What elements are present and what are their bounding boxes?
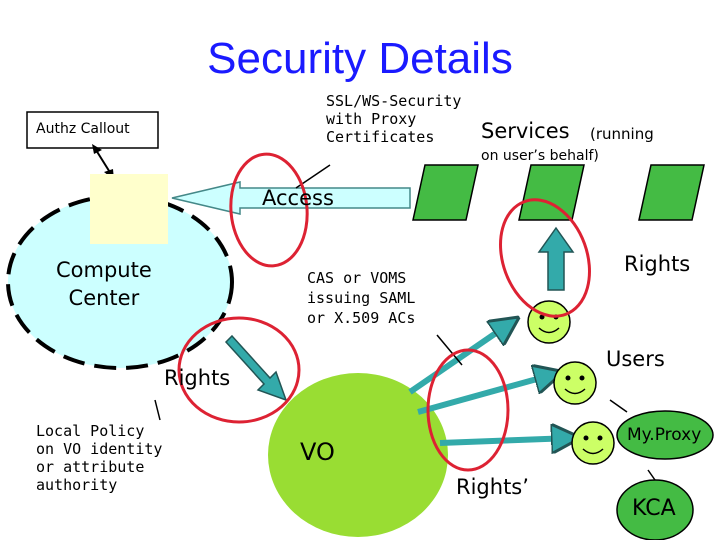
- cas-voms-label: CAS or VOMS issuing SAML or X.509 ACs: [307, 269, 416, 327]
- rights-to-vo-arrow: [224, 334, 288, 402]
- users-callout-line: [609, 399, 628, 413]
- authz-connector-arrowhead-top: [92, 144, 102, 154]
- myproxy-kca-line: [647, 469, 656, 481]
- user-smiley-1: [527, 300, 571, 344]
- highlight-circle-services: [499, 198, 591, 318]
- rights-left-label: Rights: [164, 366, 231, 390]
- rights-top-label: Rights: [624, 252, 691, 276]
- users-label: Users: [606, 347, 665, 371]
- policy-enforcement-box: [90, 174, 168, 244]
- highlight-circle-vo-rights: [426, 348, 510, 472]
- services-running-label: (running: [590, 125, 654, 143]
- local-policy-label: Local Policy on VO identity or attribute…: [36, 422, 163, 494]
- service-box-1: [412, 164, 479, 221]
- vo-to-user-1-arrow: [408, 322, 512, 395]
- ssl-ws-security-label: SSL/WS-Security with Proxy Certificates: [326, 92, 462, 146]
- services-behalf-label: on user’s behalf): [481, 148, 599, 164]
- vo-to-user-2-arrow: [417, 374, 555, 415]
- vo-circle: [268, 373, 448, 537]
- service-box-2: [518, 164, 585, 221]
- vo-to-user-3-arrow: [439, 438, 572, 443]
- authz-callout-box: [26, 111, 159, 149]
- user-smiley-3: [571, 421, 615, 465]
- highlight-circle-access: [229, 152, 309, 268]
- rights-up-arrow: [537, 226, 575, 291]
- local-policy-callout-line: [154, 399, 161, 421]
- authz-callout-label: Authz Callout: [36, 121, 130, 137]
- rights-prime-label: Rights’: [456, 475, 529, 499]
- user-smiley-2: [553, 361, 597, 405]
- page-title: Security Details: [207, 34, 513, 83]
- compute-center-label: Compute Center: [56, 258, 152, 310]
- vo-label: VO: [300, 438, 335, 466]
- services-label: Services: [481, 119, 570, 143]
- myproxy-label: My.Proxy: [627, 425, 702, 445]
- kca-label: KCA: [632, 496, 676, 521]
- authz-connector: [95, 149, 112, 175]
- myproxy-ellipse: [616, 410, 714, 460]
- service-box-3: [638, 164, 705, 221]
- cas-callout-line: [436, 334, 463, 366]
- access-label: Access: [262, 186, 334, 210]
- highlight-circle-rights: [177, 316, 301, 424]
